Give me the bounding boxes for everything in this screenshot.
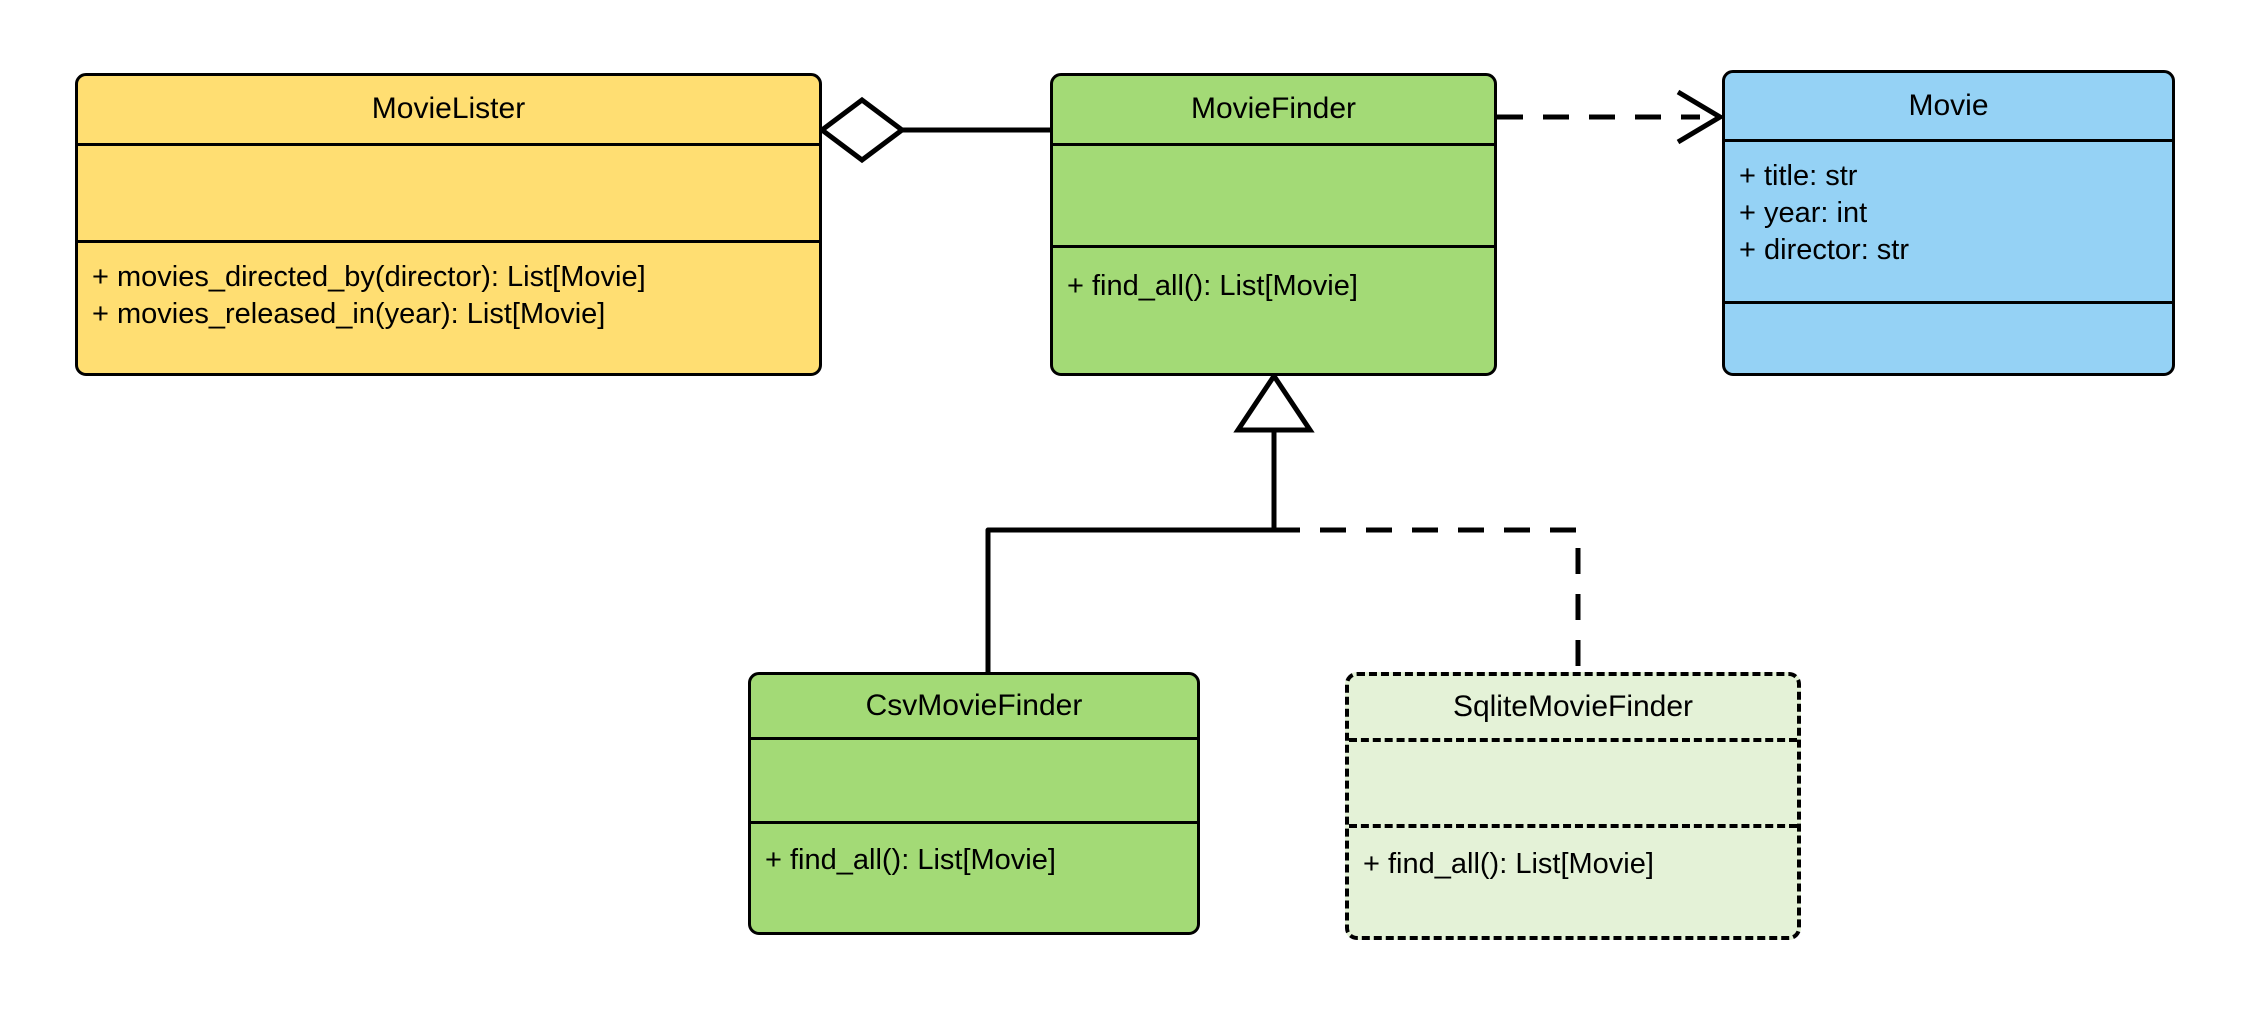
operations-compartment: + find_all(): List[Movie]: [751, 821, 1197, 932]
attributes-compartment: [1053, 143, 1494, 245]
operations-compartment: [1725, 301, 2172, 373]
operation-row: + movies_directed_by(director): List[Mov…: [92, 261, 646, 293]
class-name-compartment: MovieFinder: [1053, 76, 1494, 143]
relationship-generalization-trunk: [1233, 371, 1315, 530]
operation-row: + movies_released_in(year): List[Movie]: [92, 298, 606, 331]
generalization-line-sqlite: [1274, 527, 1581, 672]
operations-compartment: + find_all(): List[Movie]: [1349, 824, 1797, 936]
class-box-sqlitemoviefinder[interactable]: SqliteMovieFinder + find_all(): List[Mov…: [1345, 672, 1801, 940]
hollow-triangle-icon: [1233, 371, 1315, 433]
class-name-compartment: SqliteMovieFinder: [1349, 676, 1797, 738]
relationship-aggregation-lister-finder[interactable]: [817, 96, 1050, 164]
attribute-row: + year: int: [1739, 197, 1868, 230]
relationship-generalization-sqlite[interactable]: [1274, 527, 1581, 672]
generalization-line-csv: [985, 527, 1274, 672]
operation-row: + find_all(): List[Movie]: [765, 844, 1056, 876]
class-box-movielister[interactable]: MovieLister + movies_directed_by(directo…: [75, 73, 822, 376]
class-box-csvmoviefinder[interactable]: CsvMovieFinder + find_all(): List[Movie]: [748, 672, 1200, 935]
attribute-row: + director: str: [1739, 234, 1910, 267]
operations-compartment: + find_all(): List[Movie]: [1053, 245, 1494, 373]
operation-row: + find_all(): List[Movie]: [1363, 848, 1654, 880]
class-title: SqliteMovieFinder: [1452, 690, 1694, 723]
class-name-compartment: MovieLister: [78, 76, 819, 143]
class-title: MovieLister: [371, 92, 526, 125]
relationship-generalization-csv[interactable]: [985, 527, 1274, 672]
attributes-compartment: + title: str + year: int + director: str: [1725, 139, 2172, 301]
class-box-movie[interactable]: Movie + title: str + year: int + directo…: [1722, 70, 2175, 376]
attribute-row: + title: str: [1739, 160, 1858, 192]
operation-row: + find_all(): List[Movie]: [1067, 270, 1358, 302]
attributes-compartment: [751, 737, 1197, 821]
hollow-diamond-icon: [817, 96, 907, 164]
attributes-compartment: [1349, 738, 1797, 824]
relationship-dependency-finder-movie[interactable]: [1497, 89, 1725, 145]
open-arrowhead-icon: [1676, 89, 1725, 145]
class-title: CsvMovieFinder: [865, 689, 1083, 722]
operations-compartment: + movies_directed_by(director): List[Mov…: [78, 240, 819, 373]
class-box-moviefinder[interactable]: MovieFinder + find_all(): List[Movie]: [1050, 73, 1497, 376]
class-name-compartment: Movie: [1725, 73, 2172, 139]
attributes-compartment: [78, 143, 819, 240]
class-title: Movie: [1908, 89, 1989, 122]
class-name-compartment: CsvMovieFinder: [751, 675, 1197, 737]
class-title: MovieFinder: [1190, 92, 1357, 125]
